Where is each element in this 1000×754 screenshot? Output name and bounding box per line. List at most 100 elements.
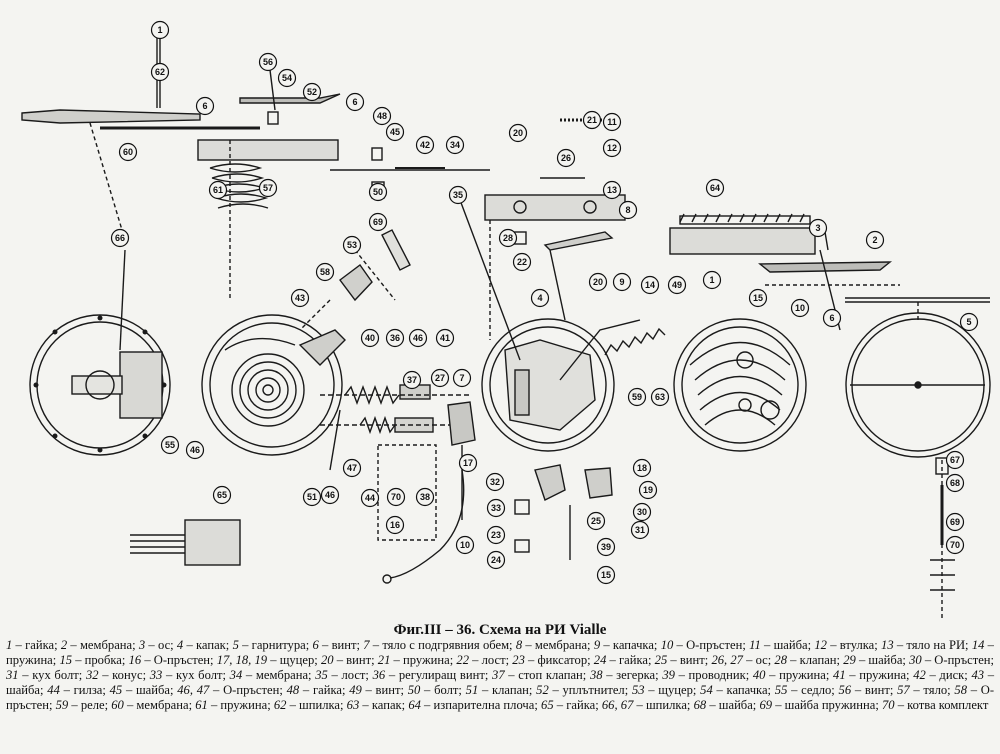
legend-item-number: 70	[881, 698, 895, 712]
legend-item-text: – гайка;	[553, 698, 602, 712]
callout-label: 28	[503, 233, 513, 243]
legend-item-number: 9	[593, 638, 601, 652]
legend-item-text: – винт;	[851, 683, 898, 697]
legend-item-text: – втулка;	[826, 638, 882, 652]
legend-item-number: 14	[971, 638, 985, 652]
callout-52: 52	[302, 82, 322, 102]
legend-item-text: – шпилка;	[286, 698, 347, 712]
callout-32: 32	[485, 472, 505, 492]
legend-item-text: – гилза;	[59, 683, 110, 697]
callout-label: 62	[155, 67, 165, 77]
legend-item-number: 61	[195, 698, 208, 712]
legend-item-number: 68	[693, 698, 707, 712]
callout-label: 46	[190, 445, 200, 455]
legend-item: 41 – пружина;	[833, 668, 913, 682]
callout-label: 45	[390, 127, 400, 137]
legend-item-number: 58	[954, 683, 967, 697]
legend-item-text: – гайка;	[606, 653, 655, 667]
callout-label: 57	[263, 183, 273, 193]
callout-label: 20	[593, 277, 603, 287]
callout-label: 5	[966, 317, 971, 327]
legend-item: 24 – гайка;	[594, 653, 655, 667]
legend-item-number: 15	[59, 653, 73, 667]
callout-36: 36	[385, 328, 405, 348]
legend-item: 4 – капак;	[177, 638, 233, 652]
legend-item-text: – винт;	[318, 638, 364, 652]
callout-55: 55	[160, 435, 180, 455]
legend-item: 56 – винт;	[839, 683, 898, 697]
callout-3: 3	[808, 218, 828, 238]
callout-38: 38	[415, 487, 435, 507]
legend-item-number: 55	[774, 683, 788, 697]
callout-label: 31	[635, 525, 645, 535]
callout-64: 64	[705, 178, 725, 198]
callout-label: 41	[440, 333, 450, 343]
callout-4: 4	[530, 288, 550, 308]
callout-label: 25	[591, 516, 601, 526]
callout-label: 55	[165, 440, 175, 450]
legend-item: 53 – щуцер;	[632, 683, 700, 697]
legend-item: 26, 27 – ос;	[711, 653, 774, 667]
callout-label: 19	[643, 485, 653, 495]
callout-label: 58	[320, 267, 330, 277]
callout-37: 37	[402, 370, 422, 390]
legend-item: 33 – кух болт;	[150, 668, 230, 682]
callout-label: 7	[459, 373, 464, 383]
callout-6: 6	[345, 92, 365, 112]
callout-63: 63	[650, 387, 670, 407]
callout-18: 18	[632, 458, 652, 478]
callout-5: 5	[959, 312, 979, 332]
callout-label: 6	[829, 313, 834, 323]
callout-1: 1	[150, 20, 170, 40]
callout-label: 61	[213, 185, 223, 195]
legend-item-number: 34	[229, 668, 243, 682]
legend-item-text: – О-пръстен;	[6, 683, 995, 712]
callout-label: 50	[373, 187, 383, 197]
legend-item-text: – мембрана;	[242, 668, 316, 682]
callout-label: 21	[587, 115, 597, 125]
legend-item: 37 – стоп клапан;	[492, 668, 590, 682]
callout-70: 70	[945, 535, 965, 555]
callout-label: 35	[453, 190, 463, 200]
callout-11: 11	[602, 112, 622, 132]
legend-item-text: – капак;	[183, 638, 233, 652]
legend-item: 54 – капачка;	[700, 683, 775, 697]
callout-46: 46	[320, 485, 340, 505]
legend-item-number: 22	[456, 653, 469, 667]
legend-item-number: 65	[541, 698, 554, 712]
part-body-58	[201, 314, 346, 456]
legend-item: 44 – гилза;	[47, 683, 109, 697]
callout-1: 1	[702, 270, 722, 290]
legend-item-text: – реле;	[68, 698, 112, 712]
callout-26: 26	[556, 148, 576, 168]
legend-item-text: – болт;	[420, 683, 466, 697]
callout-label: 13	[607, 185, 617, 195]
legend-item-number: 69	[759, 698, 773, 712]
callout-57: 57	[258, 178, 278, 198]
callout-label: 24	[491, 555, 501, 565]
legend-item-number: 12	[814, 638, 827, 652]
callout-label: 32	[490, 477, 500, 487]
callout-label: 66	[115, 233, 125, 243]
callout-label: 69	[950, 517, 960, 527]
legend-item: 5 – гарнитура;	[233, 638, 313, 652]
legend-item-text: – ос;	[145, 638, 177, 652]
callout-41: 41	[435, 328, 455, 348]
callout-10: 10	[790, 298, 810, 318]
callout-47: 47	[342, 458, 362, 478]
legend-item: 2 – мембрана;	[61, 638, 139, 652]
legend-item: 25 – винт;	[655, 653, 712, 667]
callout-label: 54	[282, 73, 292, 83]
callout-46: 46	[408, 328, 428, 348]
callout-label: 8	[625, 205, 630, 215]
legend-item: 40 – пружина;	[753, 668, 833, 682]
legend-item: 66, 67 – шпилка;	[602, 698, 694, 712]
legend-item-text: – пружина;	[6, 638, 994, 667]
legend-item-number: 5	[232, 638, 239, 652]
legend-item: 57 – тяло;	[897, 683, 954, 697]
part-body-13	[481, 318, 641, 452]
callout-24: 24	[486, 550, 506, 570]
part-cover-63	[29, 314, 171, 456]
callout-10: 10	[455, 535, 475, 555]
legend-item-text: – фиксатор;	[524, 653, 594, 667]
